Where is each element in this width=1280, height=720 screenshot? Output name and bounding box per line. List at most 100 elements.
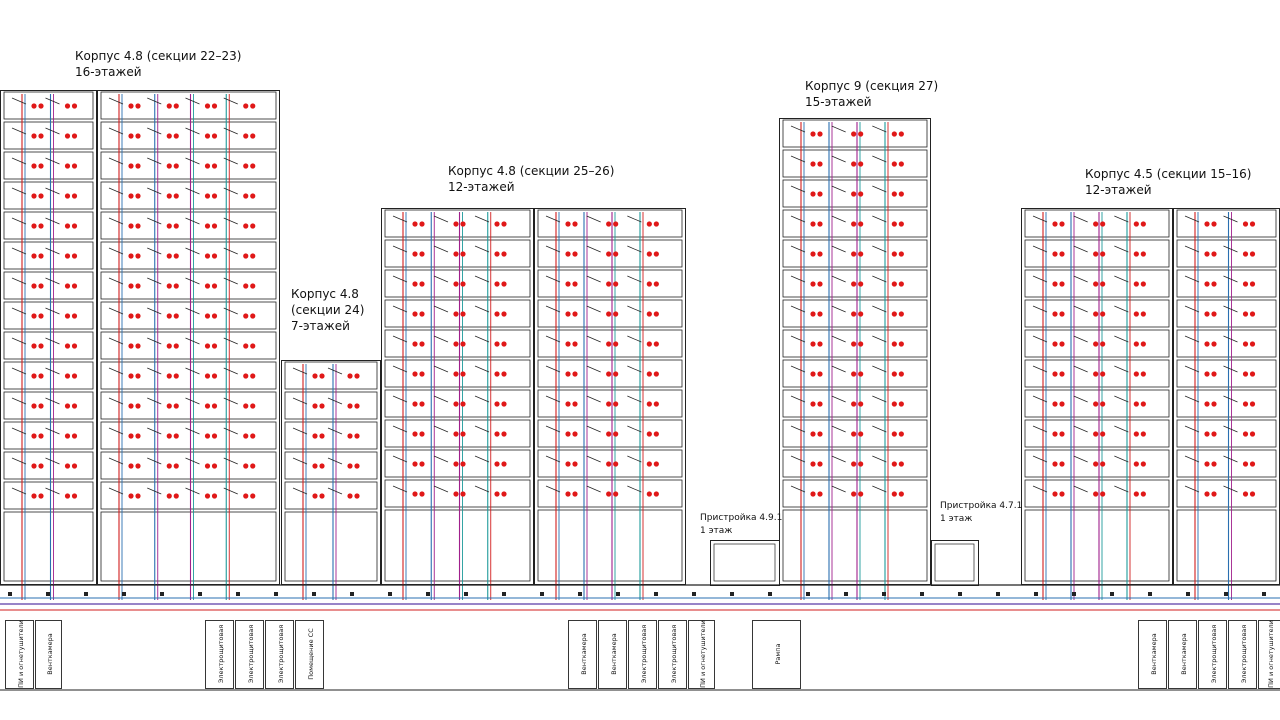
fire-extinguisher-icon — [817, 161, 823, 167]
fire-extinguisher-icon — [354, 373, 360, 379]
valve-icon — [844, 592, 848, 596]
branch-line — [1223, 275, 1238, 283]
branch-line — [223, 247, 238, 255]
fire-extinguisher-icon — [851, 281, 857, 287]
fire-extinguisher-icon — [898, 431, 904, 437]
fire-extinguisher-icon — [312, 433, 318, 439]
branch-line — [185, 307, 200, 315]
fire-extinguisher-icon — [64, 493, 71, 499]
fire-extinguisher-icon — [1242, 431, 1249, 437]
fire-extinguisher-icon — [606, 251, 612, 257]
branch-line — [872, 485, 887, 493]
fire-extinguisher-icon — [347, 463, 353, 469]
fire-extinguisher-icon — [565, 221, 571, 227]
floor-slab — [3, 421, 94, 450]
fire-extinguisher-icon — [128, 103, 134, 109]
basement-room-label: Помещение СС — [307, 628, 315, 680]
fire-extinguisher-icon — [898, 191, 904, 197]
fire-extinguisher-icon — [891, 281, 897, 287]
fire-extinguisher-icon — [1204, 311, 1210, 317]
floor-slab — [537, 449, 683, 478]
fire-extinguisher-icon — [1093, 221, 1099, 227]
branch-line — [433, 335, 449, 343]
valve-icon — [768, 592, 772, 596]
fire-extinguisher-icon — [31, 103, 37, 109]
floor-slab — [100, 451, 277, 480]
branch-line — [831, 185, 846, 193]
section-frame — [1173, 208, 1280, 585]
valve-icon — [8, 592, 12, 596]
fire-extinguisher-icon — [810, 161, 816, 167]
fire-extinguisher-icon — [173, 283, 179, 289]
fire-extinguisher-icon — [817, 401, 823, 407]
fire-extinguisher-icon — [211, 493, 218, 499]
fire-extinguisher-icon — [501, 461, 507, 467]
fire-extinguisher-icon — [1211, 371, 1217, 377]
fire-extinguisher-icon — [38, 433, 44, 439]
branch-line — [474, 215, 490, 223]
fire-extinguisher-icon — [851, 461, 857, 467]
branch-line — [108, 367, 124, 375]
valve-icon — [84, 592, 88, 596]
floor-slab — [3, 391, 94, 420]
branch-line — [872, 395, 887, 403]
fire-extinguisher-icon — [243, 133, 249, 139]
branch-line — [1114, 215, 1129, 223]
branch-line — [223, 487, 238, 495]
fire-extinguisher-icon — [494, 251, 500, 257]
branch-line — [185, 277, 200, 285]
fire-extinguisher-icon — [31, 403, 37, 409]
fire-extinguisher-icon — [565, 491, 571, 497]
fire-extinguisher-icon — [851, 371, 857, 377]
branch-line — [108, 457, 124, 465]
branch-line — [545, 305, 561, 313]
fire-extinguisher-icon — [898, 251, 904, 257]
fire-extinguisher-icon — [312, 373, 318, 379]
branch-line — [147, 127, 162, 135]
fire-extinguisher-icon — [891, 371, 897, 377]
fire-extinguisher-icon — [810, 131, 816, 137]
title-line: 15-этажей — [805, 95, 872, 109]
floor-slab — [1024, 209, 1170, 238]
branch-line — [872, 215, 887, 223]
branch-line — [586, 395, 601, 403]
fire-extinguisher-icon — [1204, 491, 1210, 497]
fire-extinguisher-icon — [891, 191, 897, 197]
fire-extinguisher-icon — [858, 461, 864, 467]
fire-extinguisher-icon — [646, 401, 652, 407]
branch-line — [108, 337, 124, 345]
fire-extinguisher-icon — [173, 433, 179, 439]
fire-extinguisher-icon — [173, 403, 179, 409]
floor-slab — [100, 211, 277, 240]
floor-slab — [384, 299, 531, 328]
branch-line — [45, 397, 60, 405]
fire-extinguisher-icon — [250, 463, 256, 469]
floor-slab — [1176, 359, 1277, 388]
fire-extinguisher-icon — [211, 433, 218, 439]
branch-line — [45, 127, 60, 135]
fire-extinguisher-icon — [412, 371, 418, 377]
floor-slab — [3, 211, 94, 240]
fire-extinguisher-icon — [1249, 371, 1256, 377]
fire-extinguisher-icon — [565, 341, 571, 347]
fire-extinguisher-icon — [1133, 461, 1139, 467]
fire-extinguisher-icon — [1100, 251, 1106, 257]
fire-extinguisher-icon — [1093, 461, 1099, 467]
branch-line — [627, 365, 642, 373]
fire-extinguisher-icon — [419, 311, 425, 317]
fire-extinguisher-icon — [858, 191, 864, 197]
fire-extinguisher-icon — [1211, 401, 1217, 407]
fire-extinguisher-icon — [898, 311, 904, 317]
fire-extinguisher-icon — [135, 403, 141, 409]
fire-extinguisher-icon — [38, 223, 44, 229]
fire-extinguisher-icon — [1133, 281, 1139, 287]
fire-extinguisher-icon — [354, 433, 360, 439]
fire-extinguisher-icon — [166, 433, 172, 439]
fire-extinguisher-icon — [250, 493, 256, 499]
floor-slab — [3, 271, 94, 300]
fire-extinguisher-icon — [128, 163, 134, 169]
fire-extinguisher-icon — [166, 133, 172, 139]
branch-line — [831, 125, 846, 133]
floor-slab — [537, 209, 683, 238]
